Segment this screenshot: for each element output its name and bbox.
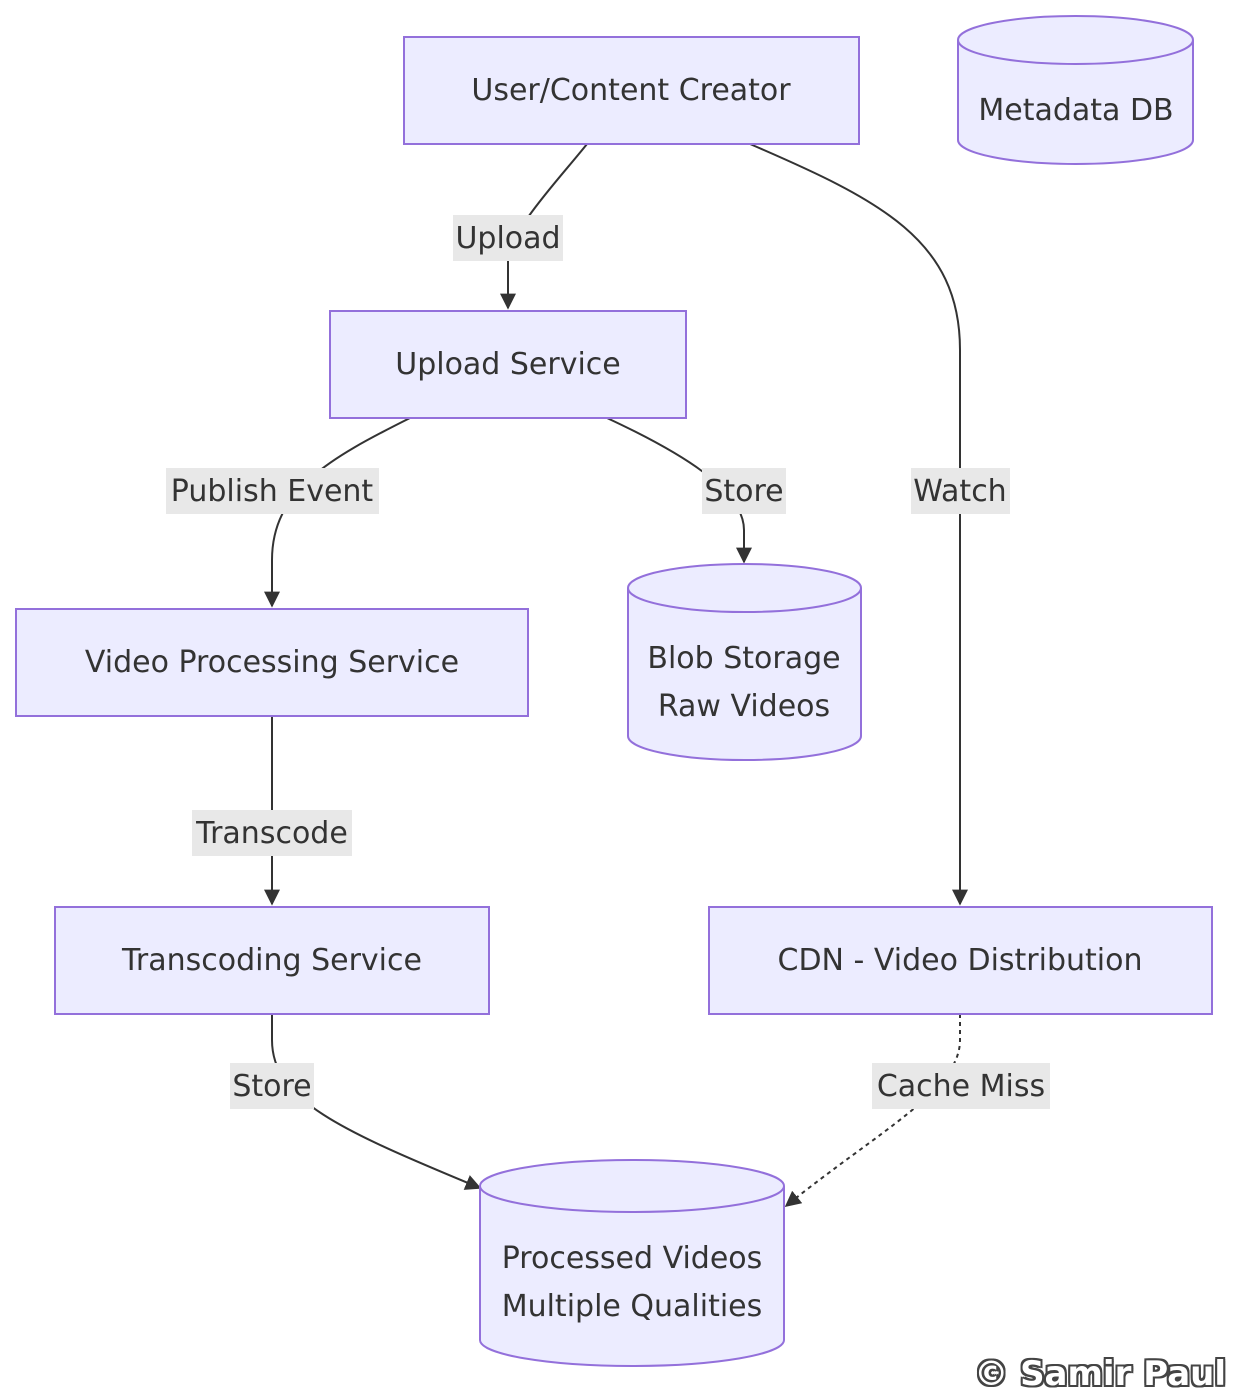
edge-label-watch-text: Watch — [913, 474, 1006, 509]
edge-label-store-raw-text: Store — [704, 474, 783, 509]
edge-label-cache-miss-text: Cache Miss — [877, 1069, 1045, 1104]
edge-store-processed — [271, 1014, 482, 1190]
node-processed-videos[interactable]: Processed Videos Multiple Qualities — [479, 1159, 785, 1367]
node-cdn-video-distribution-label: CDN - Video Distribution — [778, 943, 1143, 978]
node-video-processing-service[interactable]: Video Processing Service — [15, 608, 529, 717]
edge-cache-miss — [784, 1014, 961, 1208]
edge-label-store-processed-text: Store — [232, 1069, 311, 1104]
node-transcoding-service-label: Transcoding Service — [121, 943, 422, 978]
edge-label-publish-event: Publish Event — [166, 468, 379, 514]
edge-label-store-raw: Store — [702, 468, 786, 514]
node-processed-videos-label-line2: Multiple Qualities — [502, 1289, 763, 1324]
edge-label-publish-event-text: Publish Event — [171, 474, 374, 509]
node-video-processing-service-label: Video Processing Service — [85, 645, 459, 680]
node-blob-storage-raw-videos[interactable]: Blob Storage Raw Videos — [627, 563, 862, 761]
edge-label-watch: Watch — [911, 468, 1010, 514]
node-metadata-db-label: Metadata DB — [978, 93, 1173, 128]
node-upload-service[interactable]: Upload Service — [329, 310, 687, 419]
node-processed-videos-label-line1: Processed Videos — [502, 1241, 763, 1276]
edge-label-store-processed: Store — [230, 1063, 314, 1109]
edge-watch — [749, 143, 968, 906]
node-cdn-video-distribution[interactable]: CDN - Video Distribution — [708, 906, 1213, 1015]
node-user-content-creator[interactable]: User/Content Creator — [403, 36, 860, 145]
edge-label-transcode-text: Transcode — [195, 816, 348, 851]
node-blob-storage-label-line2: Raw Videos — [658, 689, 830, 724]
node-transcoding-service[interactable]: Transcoding Service — [54, 906, 490, 1015]
edge-label-cache-miss: Cache Miss — [872, 1063, 1050, 1109]
node-metadata-db[interactable]: Metadata DB — [957, 15, 1194, 165]
node-upload-service-label: Upload Service — [395, 347, 621, 382]
node-user-content-creator-label: User/Content Creator — [471, 73, 791, 108]
edge-label-transcode: Transcode — [192, 810, 352, 856]
node-blob-storage-label-line1: Blob Storage — [647, 641, 840, 676]
copyright-watermark: © Samir Paul — [974, 1354, 1226, 1394]
edge-label-upload: Upload — [453, 215, 563, 261]
edge-label-upload-text: Upload — [455, 221, 560, 256]
